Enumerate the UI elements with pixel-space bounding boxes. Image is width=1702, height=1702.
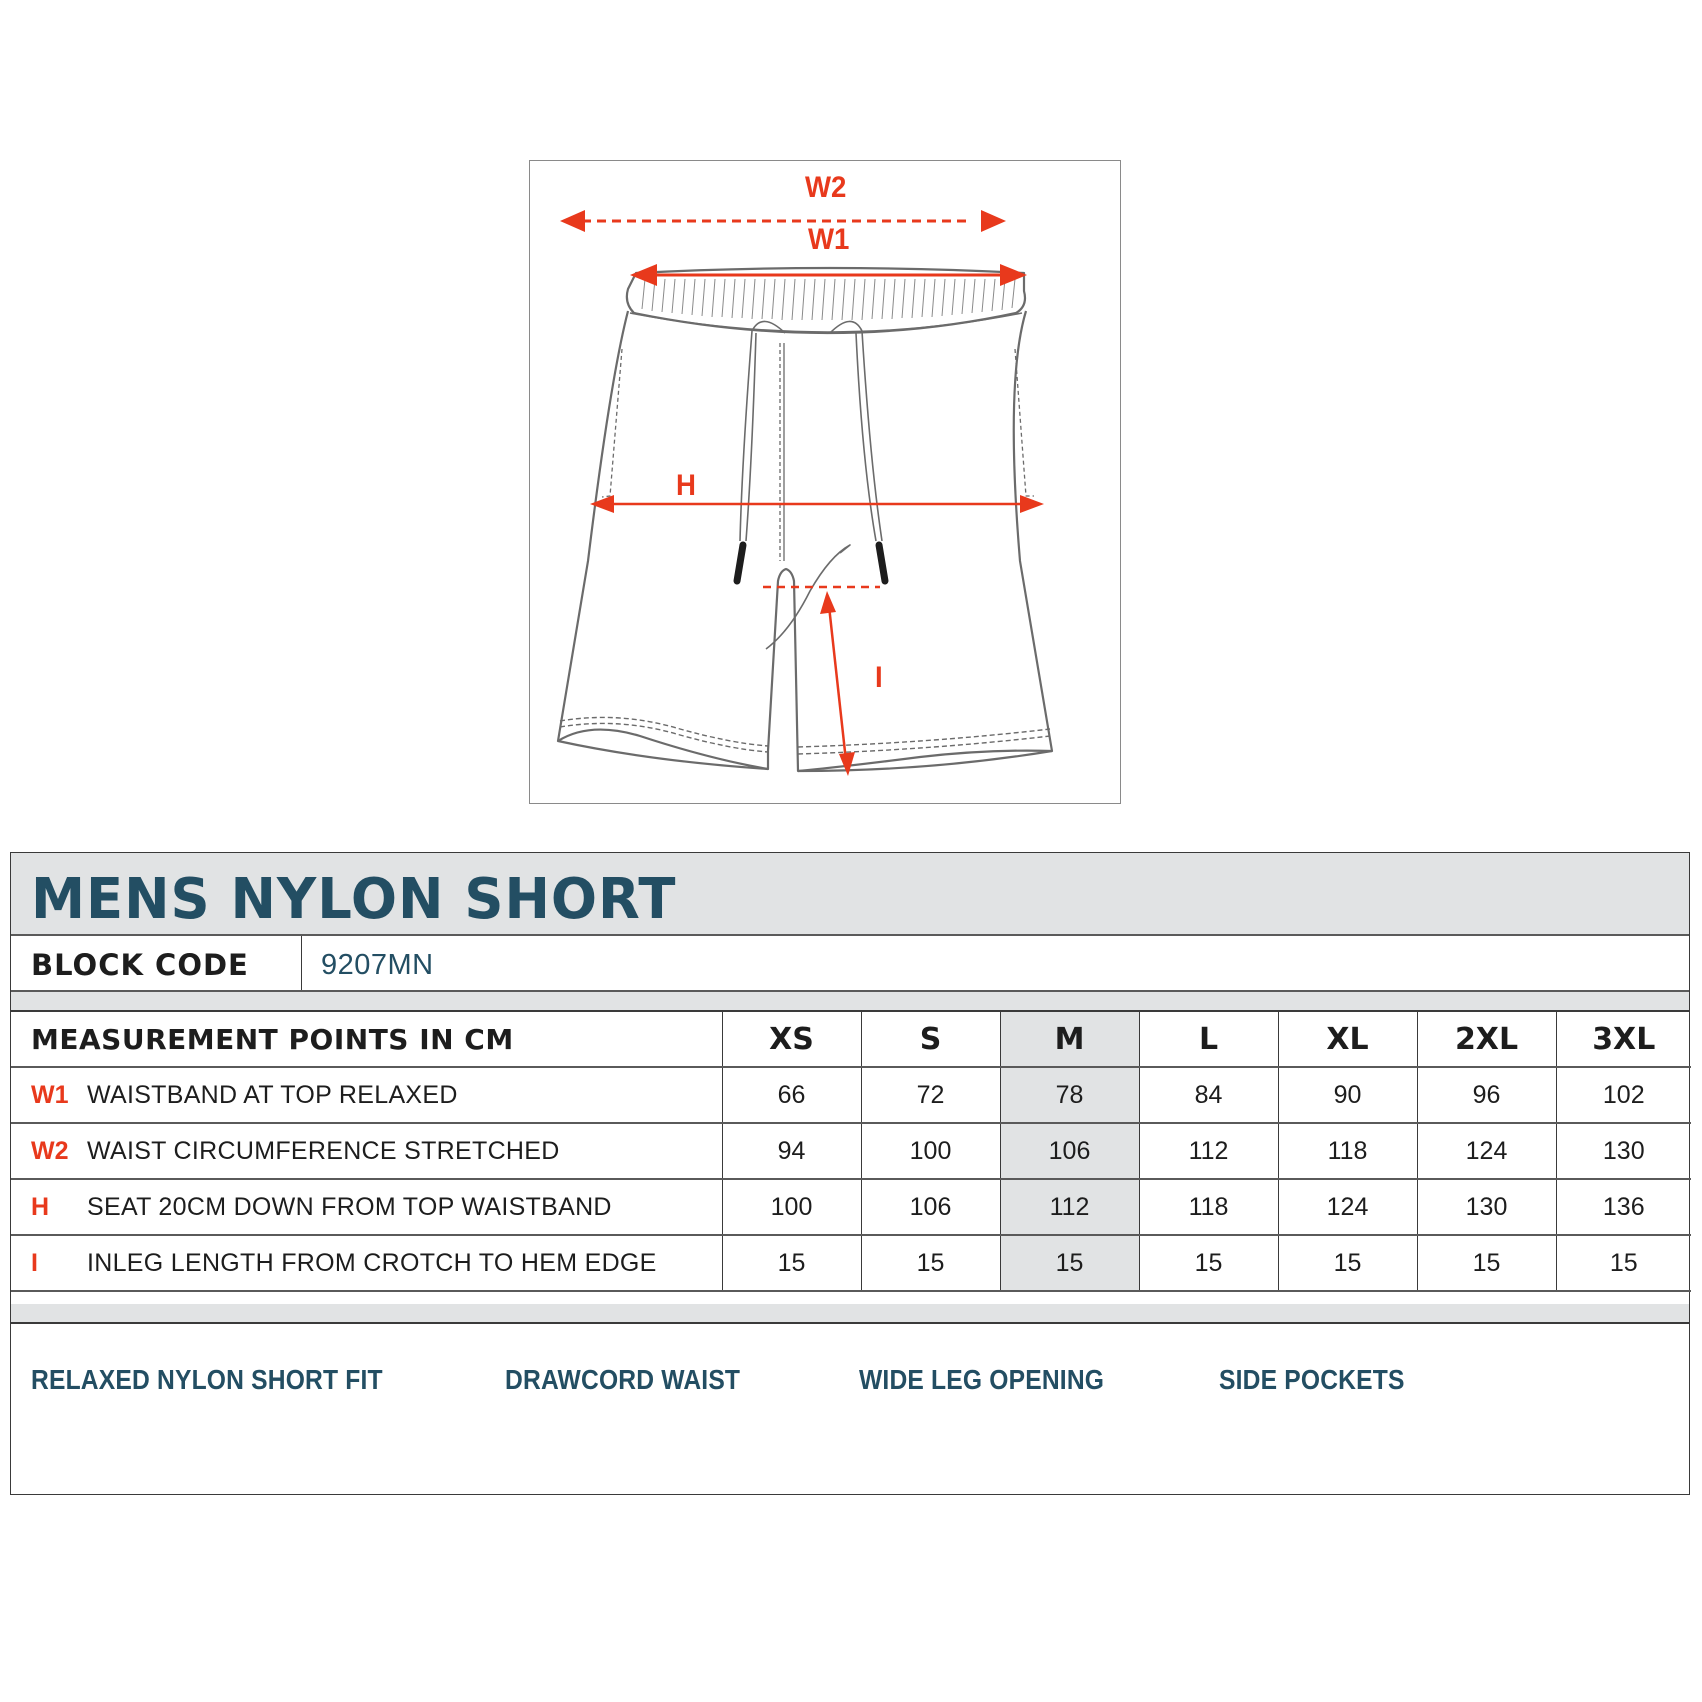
product-title: MENS NYLON SHORT — [31, 867, 677, 932]
value-cell: 96 — [1416, 1067, 1556, 1124]
shorts-illustration — [556, 210, 1054, 776]
size-header-2xl: 2XL — [1416, 1012, 1556, 1068]
spacer-band — [11, 992, 1689, 1012]
size-header-m: M — [999, 1012, 1139, 1068]
measurement-point: W1 WAISTBAND AT TOP RELAXED — [11, 1067, 722, 1124]
value-cell: 84 — [1138, 1067, 1278, 1124]
feature-item: SIDE POCKETS — [1219, 1364, 1405, 1395]
feature-list: RELAXED NYLON SHORT FIT DRAWCORD WAIST W… — [11, 1324, 1689, 1494]
label-w2: W2 — [805, 171, 847, 204]
value-cell: 106 — [860, 1179, 1000, 1236]
w2-arrow-left — [560, 210, 585, 232]
block-code-label: BLOCK CODE — [31, 948, 249, 982]
value-cell: 90 — [1277, 1067, 1417, 1124]
title-row: MENS NYLON SHORT — [11, 853, 1689, 936]
measurement-point: H SEAT 20CM DOWN FROM TOP WAISTBAND — [11, 1179, 722, 1236]
label-w1: W1 — [808, 223, 850, 256]
measurement-description: WAISTBAND AT TOP RELAXED — [87, 1080, 458, 1109]
value-cell: 130 — [1555, 1123, 1691, 1180]
cord-tip-left — [733, 541, 747, 585]
value-cell: 112 — [999, 1179, 1139, 1236]
feature-item: DRAWCORD WAIST — [505, 1364, 741, 1395]
size-header-xs: XS — [721, 1012, 861, 1068]
table-row: I INLEG LENGTH FROM CROTCH TO HEM EDGE 15… — [11, 1235, 1691, 1292]
w2-arrow-right — [981, 210, 1006, 232]
size-header-xl: XL — [1277, 1012, 1417, 1068]
measurement-code: I — [31, 1248, 38, 1277]
value-cell: 15 — [860, 1235, 1000, 1292]
size-chart: MENS NYLON SHORT BLOCK CODE 9207MN MEASU… — [10, 852, 1691, 1495]
divider — [301, 936, 302, 990]
value-cell: 118 — [1138, 1179, 1278, 1236]
measurement-code: W2 — [31, 1136, 69, 1165]
table-row: W2 WAIST CIRCUMFERENCE STRETCHED 94 100 1… — [11, 1123, 1691, 1180]
value-cell: 136 — [1555, 1179, 1691, 1236]
value-cell: 15 — [1277, 1235, 1417, 1292]
measurement-description: WAIST CIRCUMFERENCE STRETCHED — [87, 1136, 560, 1165]
value-cell: 118 — [1277, 1123, 1417, 1180]
i-arrow-up — [820, 591, 836, 614]
value-cell: 15 — [1416, 1235, 1556, 1292]
shorts-body-outline — [556, 310, 1054, 773]
value-cell: 66 — [721, 1067, 861, 1124]
value-cell: 100 — [721, 1179, 861, 1236]
h-arrow-right — [1020, 495, 1044, 513]
size-header-3xl: 3XL — [1555, 1012, 1691, 1068]
value-cell: 124 — [1416, 1123, 1556, 1180]
i-arrow-down — [839, 752, 855, 776]
w1-arrow-left — [630, 264, 657, 286]
value-cell: 112 — [1138, 1123, 1278, 1180]
table-row: H SEAT 20CM DOWN FROM TOP WAISTBAND 100 1… — [11, 1179, 1691, 1236]
spacer-band — [11, 1304, 1689, 1324]
block-code-value: 9207MN — [321, 949, 434, 981]
measurement-points-header: MEASUREMENT POINTS IN CM — [11, 1012, 722, 1068]
table-header-row: MEASUREMENT POINTS IN CM XS S M L XL 2XL… — [11, 1012, 1691, 1068]
feature-item: RELAXED NYLON SHORT FIT — [31, 1364, 383, 1395]
value-cell: 78 — [999, 1067, 1139, 1124]
measurement-code: W1 — [31, 1080, 69, 1109]
measurement-table: MEASUREMENT POINTS IN CM XS S M L XL 2XL… — [11, 1012, 1691, 1292]
label-h: H — [676, 469, 696, 502]
value-cell: 102 — [1555, 1067, 1691, 1124]
value-cell: 124 — [1277, 1179, 1417, 1236]
measurement-diagram: W2 W1 H I — [529, 160, 1121, 804]
w1-arrow-right — [1000, 264, 1027, 286]
block-code-row: BLOCK CODE 9207MN — [11, 936, 1689, 992]
label-i: I — [875, 661, 883, 694]
feature-item: WIDE LEG OPENING — [859, 1364, 1105, 1395]
measurement-description: SEAT 20CM DOWN FROM TOP WAISTBAND — [87, 1192, 612, 1221]
value-cell: 72 — [860, 1067, 1000, 1124]
size-header-l: L — [1138, 1012, 1278, 1068]
cord-tip-right — [875, 541, 889, 585]
measurement-point: W2 WAIST CIRCUMFERENCE STRETCHED — [11, 1123, 722, 1180]
measurement-point: I INLEG LENGTH FROM CROTCH TO HEM EDGE — [11, 1235, 722, 1292]
size-header-s: S — [860, 1012, 1000, 1068]
table-row: W1 WAISTBAND AT TOP RELAXED 66 72 78 84 9… — [11, 1067, 1691, 1124]
measurement-code: H — [31, 1192, 50, 1221]
value-cell: 15 — [1555, 1235, 1691, 1292]
value-cell: 130 — [1416, 1179, 1556, 1236]
value-cell: 100 — [860, 1123, 1000, 1180]
value-cell: 15 — [999, 1235, 1139, 1292]
value-cell: 15 — [1138, 1235, 1278, 1292]
value-cell: 94 — [721, 1123, 861, 1180]
measurement-description: INLEG LENGTH FROM CROTCH TO HEM EDGE — [87, 1248, 657, 1277]
h-arrow-left — [590, 495, 614, 513]
value-cell: 106 — [999, 1123, 1139, 1180]
value-cell: 15 — [721, 1235, 861, 1292]
